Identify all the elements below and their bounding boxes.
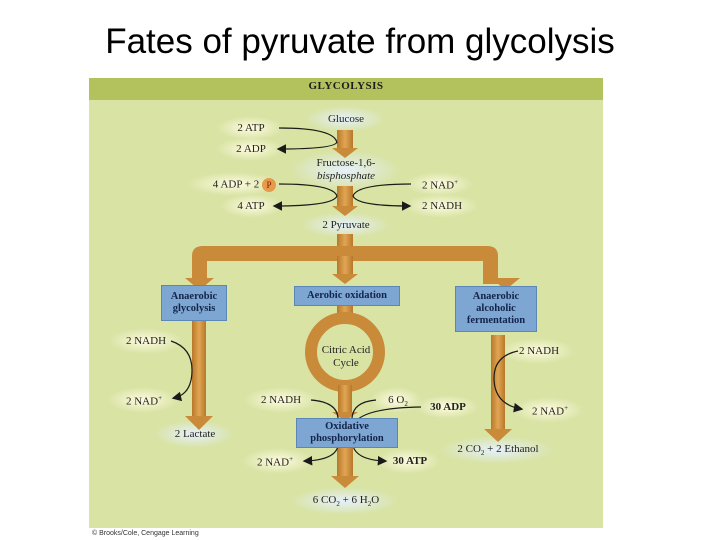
right-nadh-label: 2 NADH — [518, 345, 560, 357]
ethanol-label: 2 CO2 + 2 Ethanol — [457, 443, 539, 458]
copyright-notice: © Brooks/Cole, Cengage Learning — [92, 530, 199, 537]
fbp-glow — [290, 150, 400, 190]
fbp-line-1: Fructose-1,6- — [316, 157, 376, 169]
left-branch-shaft — [192, 320, 206, 418]
nadh-out-label: 2 NADH — [421, 200, 463, 212]
pyruvate-label: 2 Pyruvate — [322, 219, 370, 231]
atp-30-label: 30 ATP — [392, 455, 428, 467]
atp-in-label: 2 ATP — [237, 122, 265, 134]
phosphate-icon: P — [262, 178, 276, 192]
pyruvate-glow — [300, 212, 390, 238]
right-branch-shaft — [491, 335, 505, 431]
citric-acid-cycle-label: Citric Acid Cycle — [321, 344, 371, 369]
oxygen-label: 6 O2 — [388, 394, 408, 409]
trunk-segment-1 — [337, 130, 353, 150]
glucose-label: Glucose — [327, 113, 365, 125]
trunk-segment-2 — [337, 186, 353, 208]
fbp-line-2: bisphosphate — [316, 170, 376, 182]
center-nad-label: 2 NAD+ — [256, 455, 294, 469]
right-nad-label: 2 NAD+ — [531, 404, 569, 418]
glycolysis-banner — [89, 78, 603, 100]
anaerobic-alcoholic-fermentation-box: Anaerobic alcoholic fermentation — [455, 286, 537, 332]
co2-water-label: 6 CO2 + 6 H2O — [312, 494, 380, 509]
left-nad-label: 2 NAD+ — [125, 394, 163, 408]
atp-out-label: 4 ATP — [237, 200, 265, 212]
oxidative-phosphorylation-box: Oxidative phosphorylation — [296, 418, 398, 448]
nad-in-label: 2 NAD+ — [421, 178, 459, 192]
slide-title: Fates of pyruvate from glycolysis — [105, 22, 615, 61]
adp-phosphate-label: 4 ADP + 2 P — [196, 178, 276, 192]
lactate-label: 2 Lactate — [174, 428, 216, 440]
pathway-arrows — [107, 106, 584, 515]
branch-bar — [192, 246, 498, 284]
fructose-bisphosphate-label: Fructose-1,6- bisphosphate — [300, 157, 392, 183]
left-nadh-label: 2 NADH — [125, 335, 167, 347]
center-nadh-label: 2 NADH — [260, 394, 302, 406]
aerobic-oxidation-box: Aerobic oxidation — [294, 286, 400, 306]
adp-out-label: 2 ADP — [236, 143, 266, 155]
adp-30-label: 30 ADP — [430, 401, 466, 413]
anaerobic-glycolysis-box: Anaerobic glycolysis — [161, 285, 227, 321]
adp-pi-text: 4 ADP + 2 — [212, 178, 260, 191]
glycolysis-banner-label: GLYCOLYSIS — [308, 80, 384, 92]
glucose-glow — [305, 106, 385, 132]
